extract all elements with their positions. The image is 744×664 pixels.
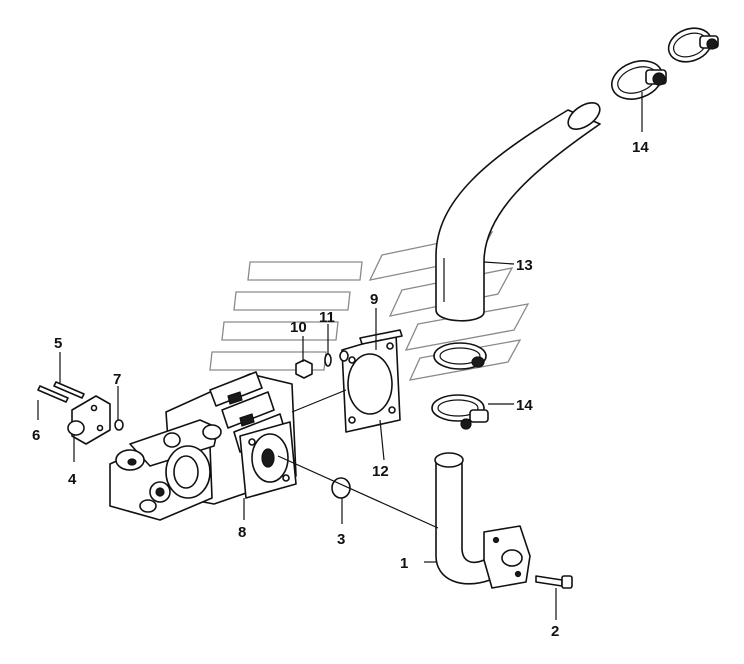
callout-13: 13 [516,257,533,274]
callout-8: 8 [238,524,246,541]
suction-pipe [434,452,531,589]
callout-12: 12 [372,463,389,480]
cover-plate [67,395,111,445]
callout-9: 9 [370,291,378,308]
leader-lines [37,92,643,620]
upper-hose-clamps [611,27,719,100]
callout-4: 4 [68,471,77,488]
seal-ring [114,419,124,431]
callout-labels: 1 2 3 4 5 6 7 8 9 10 11 12 13 14 14 [32,139,649,640]
callout-11: 11 [319,309,335,326]
callout-14-lower: 14 [516,397,533,414]
cover-screws [37,381,85,403]
lower-hose-clamps [431,342,489,430]
callout-7: 7 [113,371,121,388]
callout-6: 6 [32,427,40,444]
callout-14-upper: 14 [632,139,649,156]
curved-hose [435,102,601,322]
callout-3: 3 [337,531,345,548]
flange-bolt [535,575,573,589]
callout-10: 10 [290,319,307,336]
callout-5: 5 [54,335,62,352]
hydraulic-pump [109,371,297,521]
gasket-and-stud [341,329,403,433]
callout-2: 2 [551,623,559,640]
nut-and-washer [295,350,349,379]
callout-1: 1 [400,555,408,572]
